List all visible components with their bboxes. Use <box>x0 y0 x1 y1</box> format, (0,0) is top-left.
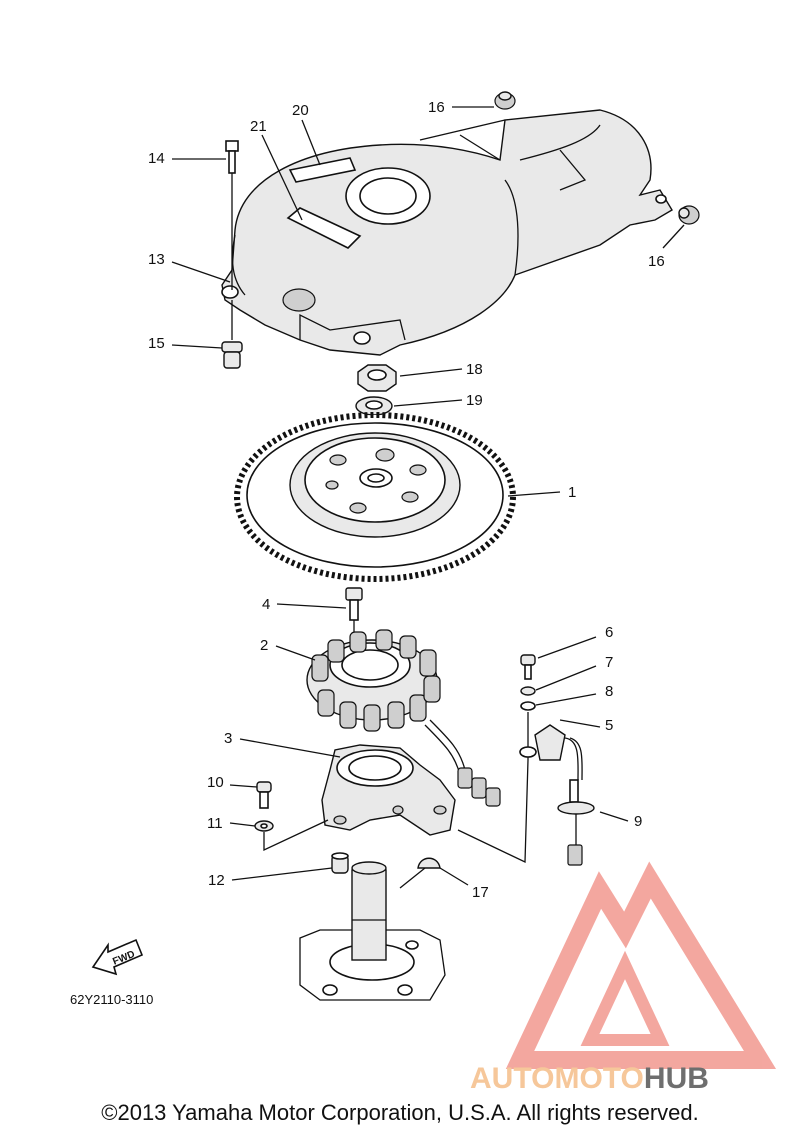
grommet-16-top <box>494 91 516 110</box>
washer-7 <box>520 686 536 696</box>
screw-10 <box>256 781 272 809</box>
woodruff-key <box>417 857 441 869</box>
flywheel-nut <box>357 364 397 392</box>
flywheel-cover <box>221 109 673 356</box>
screw-6 <box>520 654 536 680</box>
callout-labels: 1 2 3 4 5 6 7 8 9 10 11 12 13 14 15 16 1… <box>148 99 665 901</box>
callout-21: 21 <box>250 118 267 135</box>
callout-17: 17 <box>472 884 489 901</box>
callout-9: 9 <box>634 813 642 830</box>
forward-arrow-icon: FWD <box>91 938 144 976</box>
callout-20: 20 <box>292 102 309 119</box>
pulser-coil <box>519 724 583 803</box>
callout-16-side: 16 <box>648 253 665 270</box>
washer-8 <box>520 701 536 711</box>
callout-10: 10 <box>207 774 224 791</box>
grommet-16-side <box>678 205 700 225</box>
washer-11 <box>254 820 274 832</box>
washer-19 <box>355 396 393 416</box>
diagram-code: 62Y2110-3110 <box>70 992 153 1007</box>
stator-connectors <box>457 767 501 807</box>
stator-base <box>321 744 456 836</box>
callout-1: 1 <box>568 484 576 501</box>
callout-14: 14 <box>148 150 165 167</box>
callout-12: 12 <box>208 872 225 889</box>
callout-11: 11 <box>207 815 223 832</box>
leader-lines <box>171 106 685 889</box>
watermark-text: AUTOMOTOHUB <box>470 1062 709 1095</box>
callout-8: 8 <box>605 683 613 700</box>
flywheel-rotor <box>234 412 516 582</box>
callout-15: 15 <box>148 335 165 352</box>
grommet-9 <box>557 801 595 866</box>
watermark-logo-icon <box>505 861 777 1069</box>
callout-3: 3 <box>224 730 232 747</box>
callout-13: 13 <box>148 251 165 268</box>
copyright-footer: ©2013 Yamaha Motor Corporation, U.S.A. A… <box>101 1100 699 1125</box>
callout-19: 19 <box>466 392 483 409</box>
collar-12 <box>331 852 349 874</box>
callout-2: 2 <box>260 637 268 654</box>
callout-7: 7 <box>605 654 613 671</box>
crankshaft-block <box>299 861 446 1001</box>
callout-5: 5 <box>605 717 613 734</box>
assembly-line <box>263 819 329 852</box>
stator-assembly <box>306 629 466 776</box>
stator-bolt <box>345 587 363 621</box>
callout-6: 6 <box>605 624 613 641</box>
watermark-text-part1: AUTOMOTO <box>470 1062 644 1095</box>
callout-18: 18 <box>466 361 483 378</box>
callout-16-top: 16 <box>428 99 445 116</box>
assembly-line <box>457 759 529 864</box>
grommet-15 <box>221 341 243 369</box>
callout-4: 4 <box>262 596 270 613</box>
watermark-text-part2: HUB <box>644 1062 709 1095</box>
cover-bolt <box>225 140 239 174</box>
